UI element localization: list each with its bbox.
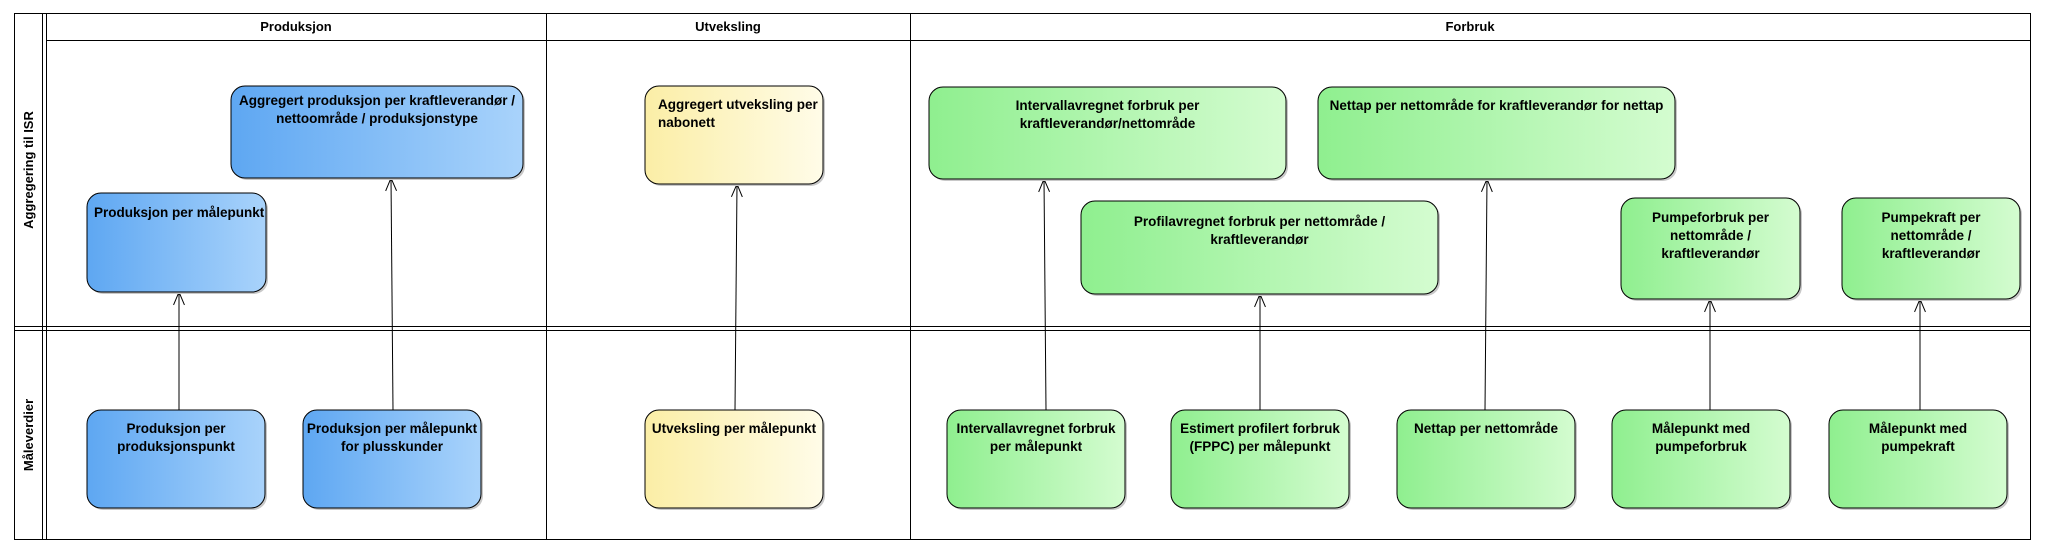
node-intervall-agg: Intervallavregnet forbruk per kraftlevera… bbox=[928, 86, 1288, 181]
node-label: Intervallavregnet forbruk per bbox=[1016, 98, 1201, 113]
node-utveksling-malepunkt: Utveksling per målepunkt bbox=[644, 409, 825, 510]
node-malepunkt-pumpeforbruk: Målepunkt med pumpeforbruk bbox=[1611, 409, 1792, 510]
node-label: nettområde / bbox=[1890, 228, 1971, 243]
node-label: nabonett bbox=[658, 115, 715, 130]
node-label: Aggregert produksjon per kraftleverandør… bbox=[239, 93, 515, 108]
lane-grid bbox=[14, 13, 2031, 540]
node-label: kraftleverandør bbox=[1882, 246, 1981, 261]
row-header-maleverdier: Måleverdier bbox=[21, 399, 36, 471]
node-agg-prod: Aggregert produksjon per kraftleverandør… bbox=[230, 85, 525, 180]
node-label: kraftleverandør/nettområde bbox=[1020, 116, 1196, 131]
node-label: (FPPC) per målepunkt bbox=[1189, 439, 1331, 454]
node-label: Nettap per nettområde for kraftleverandø… bbox=[1330, 98, 1664, 113]
row-header-aggregering: Aggregering til ISR bbox=[21, 111, 36, 229]
arrow-3 bbox=[730, 182, 743, 411]
node-label: Målepunkt med bbox=[1652, 421, 1750, 436]
node-label: Profilavregnet forbruk per nettområde / bbox=[1134, 214, 1386, 229]
node-label: produksjonspunkt bbox=[117, 439, 235, 454]
column-header-produksjon: Produksjon bbox=[260, 19, 332, 34]
node-label: per målepunkt bbox=[990, 439, 1083, 454]
nodes: Aggregert produksjon per kraftleverandør… bbox=[86, 85, 2022, 510]
node-label: Pumpekraft per bbox=[1881, 210, 1981, 225]
node-profil-agg: Profilavregnet forbruk per nettområde / k… bbox=[1080, 200, 1440, 296]
node-label: nettområde / bbox=[1670, 228, 1751, 243]
node-label: Intervallavregnet forbruk bbox=[956, 421, 1116, 436]
node-nettap-nettomrade: Nettap per nettområde bbox=[1396, 409, 1577, 510]
node-label: kraftleverandør bbox=[1661, 246, 1760, 261]
arrow-1 bbox=[173, 290, 185, 410]
node-label: pumpekraft bbox=[1881, 439, 1955, 454]
node-label: pumpeforbruk bbox=[1655, 439, 1747, 454]
arrow-4 bbox=[1038, 177, 1051, 411]
node-label: Produksjon per målepunkt bbox=[307, 421, 478, 436]
node-intervall-malepunkt: Intervallavregnet forbruk per målepunkt bbox=[946, 409, 1127, 510]
node-label: Aggregert utveksling per bbox=[658, 97, 819, 112]
node-estimert: Estimert profilert forbruk (FPPC) per mål… bbox=[1170, 409, 1351, 510]
node-label: Nettap per nettområde bbox=[1414, 421, 1559, 436]
node-label: kraftleverandør bbox=[1210, 232, 1309, 247]
column-header-forbruk: Forbruk bbox=[1445, 19, 1495, 34]
arrow-2 bbox=[385, 176, 398, 411]
arrow-8 bbox=[1914, 297, 1926, 410]
node-nettap-agg: Nettap per nettområde for kraftleverandø… bbox=[1317, 86, 1677, 181]
node-prod-plusskunder: Produksjon per målepunkt for plusskunder bbox=[302, 409, 483, 510]
node-label: for plusskunder bbox=[341, 439, 444, 454]
node-label: Utveksling per målepunkt bbox=[652, 421, 817, 436]
arrow-7 bbox=[1704, 297, 1716, 410]
arrow-5 bbox=[1254, 292, 1266, 410]
node-prod-malepunkt: Produksjon per målepunkt bbox=[86, 192, 268, 294]
node-malepunkt-pumpekraft: Målepunkt med pumpekraft bbox=[1828, 409, 2009, 510]
node-label: nettoområde / produksjonstype bbox=[276, 111, 478, 126]
node-label: Estimert profilert forbruk bbox=[1180, 421, 1340, 436]
node-label: Produksjon per målepunkt bbox=[94, 205, 265, 220]
node-prod-produksjonspunkt: Produksjon per produksjonspunkt bbox=[86, 409, 267, 510]
arrow-6 bbox=[1480, 177, 1493, 411]
node-agg-utveksling: Aggregert utveksling per nabonett bbox=[644, 85, 825, 186]
node-pumpeforbruk-agg: Pumpeforbruk per nettområde / kraftleveran… bbox=[1620, 197, 1802, 301]
node-pumpekraft-agg: Pumpekraft per nettområde / kraftleverandø… bbox=[1841, 197, 2022, 301]
column-header-utveksling: Utveksling bbox=[695, 19, 761, 34]
node-label: Målepunkt med bbox=[1869, 421, 1967, 436]
node-label: Produksjon per bbox=[126, 421, 226, 436]
node-label: Pumpeforbruk per bbox=[1652, 210, 1770, 225]
